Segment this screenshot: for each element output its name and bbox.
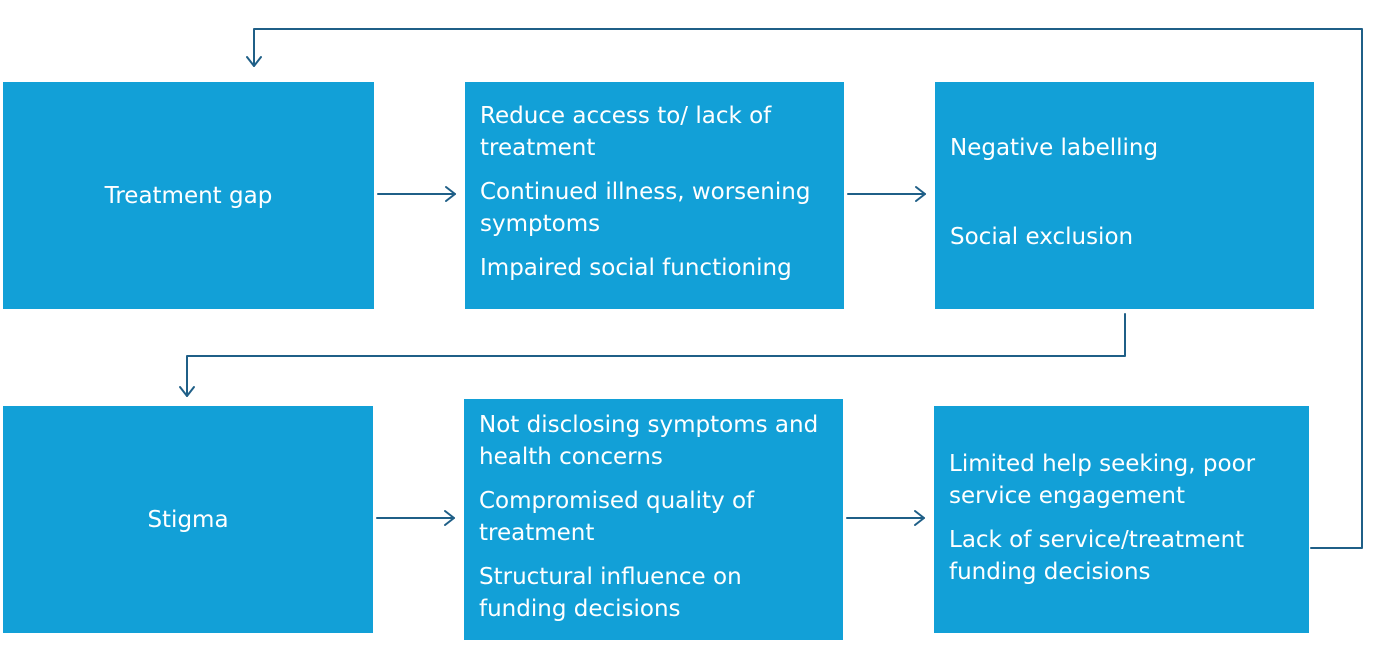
node-disclosure: Not disclosing symptoms and health conce…	[464, 399, 843, 640]
node-disclosure-item: Compromised quality of treatment	[479, 488, 755, 546]
node-stigma-label: Stigma	[147, 506, 229, 533]
arrow-stigma-to-disclosure	[376, 510, 455, 526]
node-treatment-gap-label: Treatment gap	[104, 182, 273, 209]
arrow-treatment-gap-to-consequences	[377, 186, 456, 202]
node-disclosure-item: Structural influence on funding decision…	[479, 564, 742, 622]
node-help-seeking-item: Limited help seeking, poor service engag…	[949, 451, 1256, 509]
node-help-seeking: Limited help seeking, poor service engag…	[934, 406, 1309, 633]
node-stigma: Stigma	[3, 406, 373, 633]
node-labelling-item: Negative labelling	[950, 135, 1159, 161]
node-consequences: Reduce access to/ lack of treatment Cont…	[465, 82, 844, 309]
node-labelling: Negative labelling Social exclusion	[935, 82, 1314, 309]
arrow-disclosure-to-help-seeking	[846, 510, 925, 526]
arrow-feedback-loop	[246, 28, 1363, 549]
node-labelling-item: Social exclusion	[950, 224, 1134, 250]
node-disclosure-item: Not disclosing symptoms and health conce…	[479, 412, 819, 470]
arrow-labelling-to-stigma	[179, 313, 1126, 397]
node-consequences-item: Reduce access to/ lack of treatment	[480, 103, 772, 161]
node-treatment-gap: Treatment gap	[3, 82, 374, 309]
node-consequences-item: Impaired social functioning	[480, 255, 792, 281]
node-consequences-item: Continued illness, worsening symptoms	[480, 179, 811, 237]
node-help-seeking-item: Lack of service/treatment funding decisi…	[949, 527, 1245, 585]
arrow-consequences-to-labelling	[847, 186, 926, 202]
